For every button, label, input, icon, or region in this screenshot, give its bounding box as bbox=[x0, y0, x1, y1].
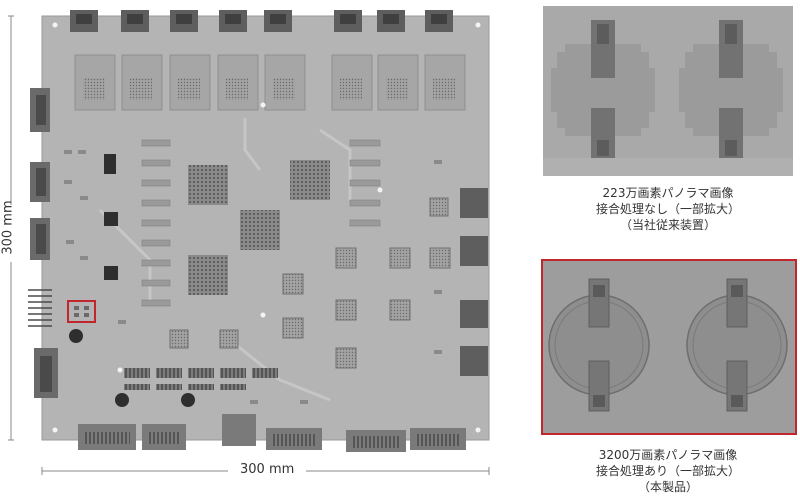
conventional-caption-line1: 223万画素パノラマ画像 bbox=[602, 186, 734, 200]
horizontal-dimension-label: 300 mm bbox=[236, 462, 299, 477]
conventional-caption-line2: 接合処理なし（一部拡大） bbox=[595, 202, 740, 216]
vertical-dimension-line bbox=[8, 15, 14, 441]
zoom-region-highlight bbox=[67, 300, 96, 323]
bga-chip bbox=[290, 160, 330, 200]
conventional-caption: 223万画素パノラマ画像 接合処理なし（一部拡大） （当社従来装置） bbox=[543, 185, 793, 233]
pixelated-solder-joints bbox=[543, 6, 793, 176]
circuit-board-image bbox=[8, 10, 490, 475]
bga-chip bbox=[188, 165, 228, 205]
bga-chip bbox=[240, 210, 280, 250]
bga-chip bbox=[188, 255, 228, 295]
vertical-dimension-label: 300 mm bbox=[0, 200, 16, 255]
sharp-solder-joints bbox=[543, 261, 795, 433]
product-caption-line1: 3200万画素パノラマ画像 bbox=[598, 448, 738, 462]
circuit-board-xray-view: 300 mm 300 mm bbox=[0, 10, 490, 477]
conventional-zoom-image bbox=[543, 6, 793, 176]
product-caption-line3: （本製品） bbox=[637, 480, 698, 494]
horizontal-dimension-line bbox=[41, 467, 490, 475]
conventional-caption-line3: （当社従来装置） bbox=[619, 218, 716, 232]
product-caption: 3200万画素パノラマ画像 接合処理あり（一部拡大） （本製品） bbox=[543, 447, 793, 495]
product-zoom-image bbox=[541, 259, 797, 435]
product-caption-line2: 接合処理あり（一部拡大） bbox=[595, 464, 740, 478]
